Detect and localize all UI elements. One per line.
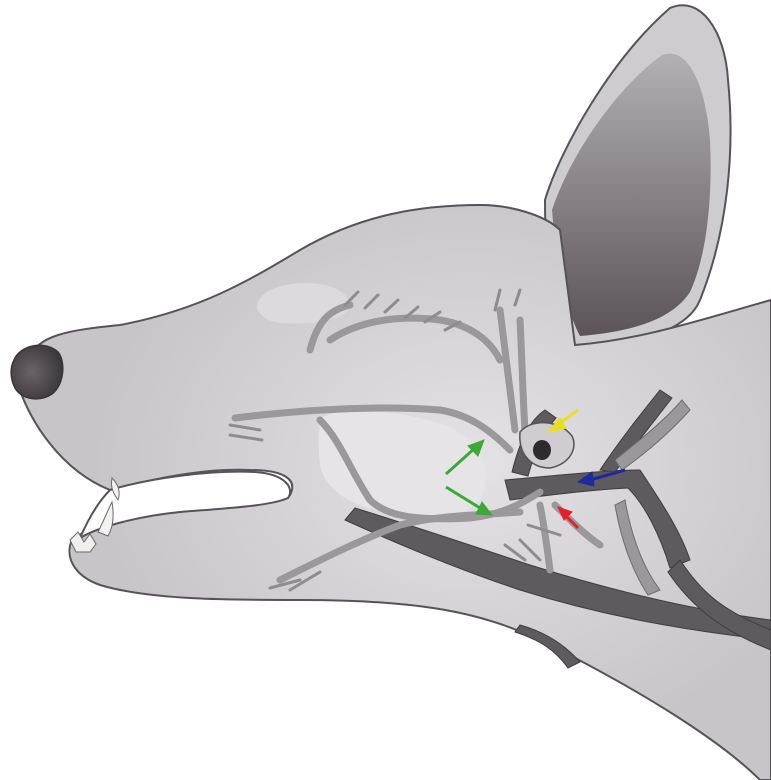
eye <box>533 440 551 460</box>
ear-inner <box>552 54 711 336</box>
nose <box>11 345 63 399</box>
